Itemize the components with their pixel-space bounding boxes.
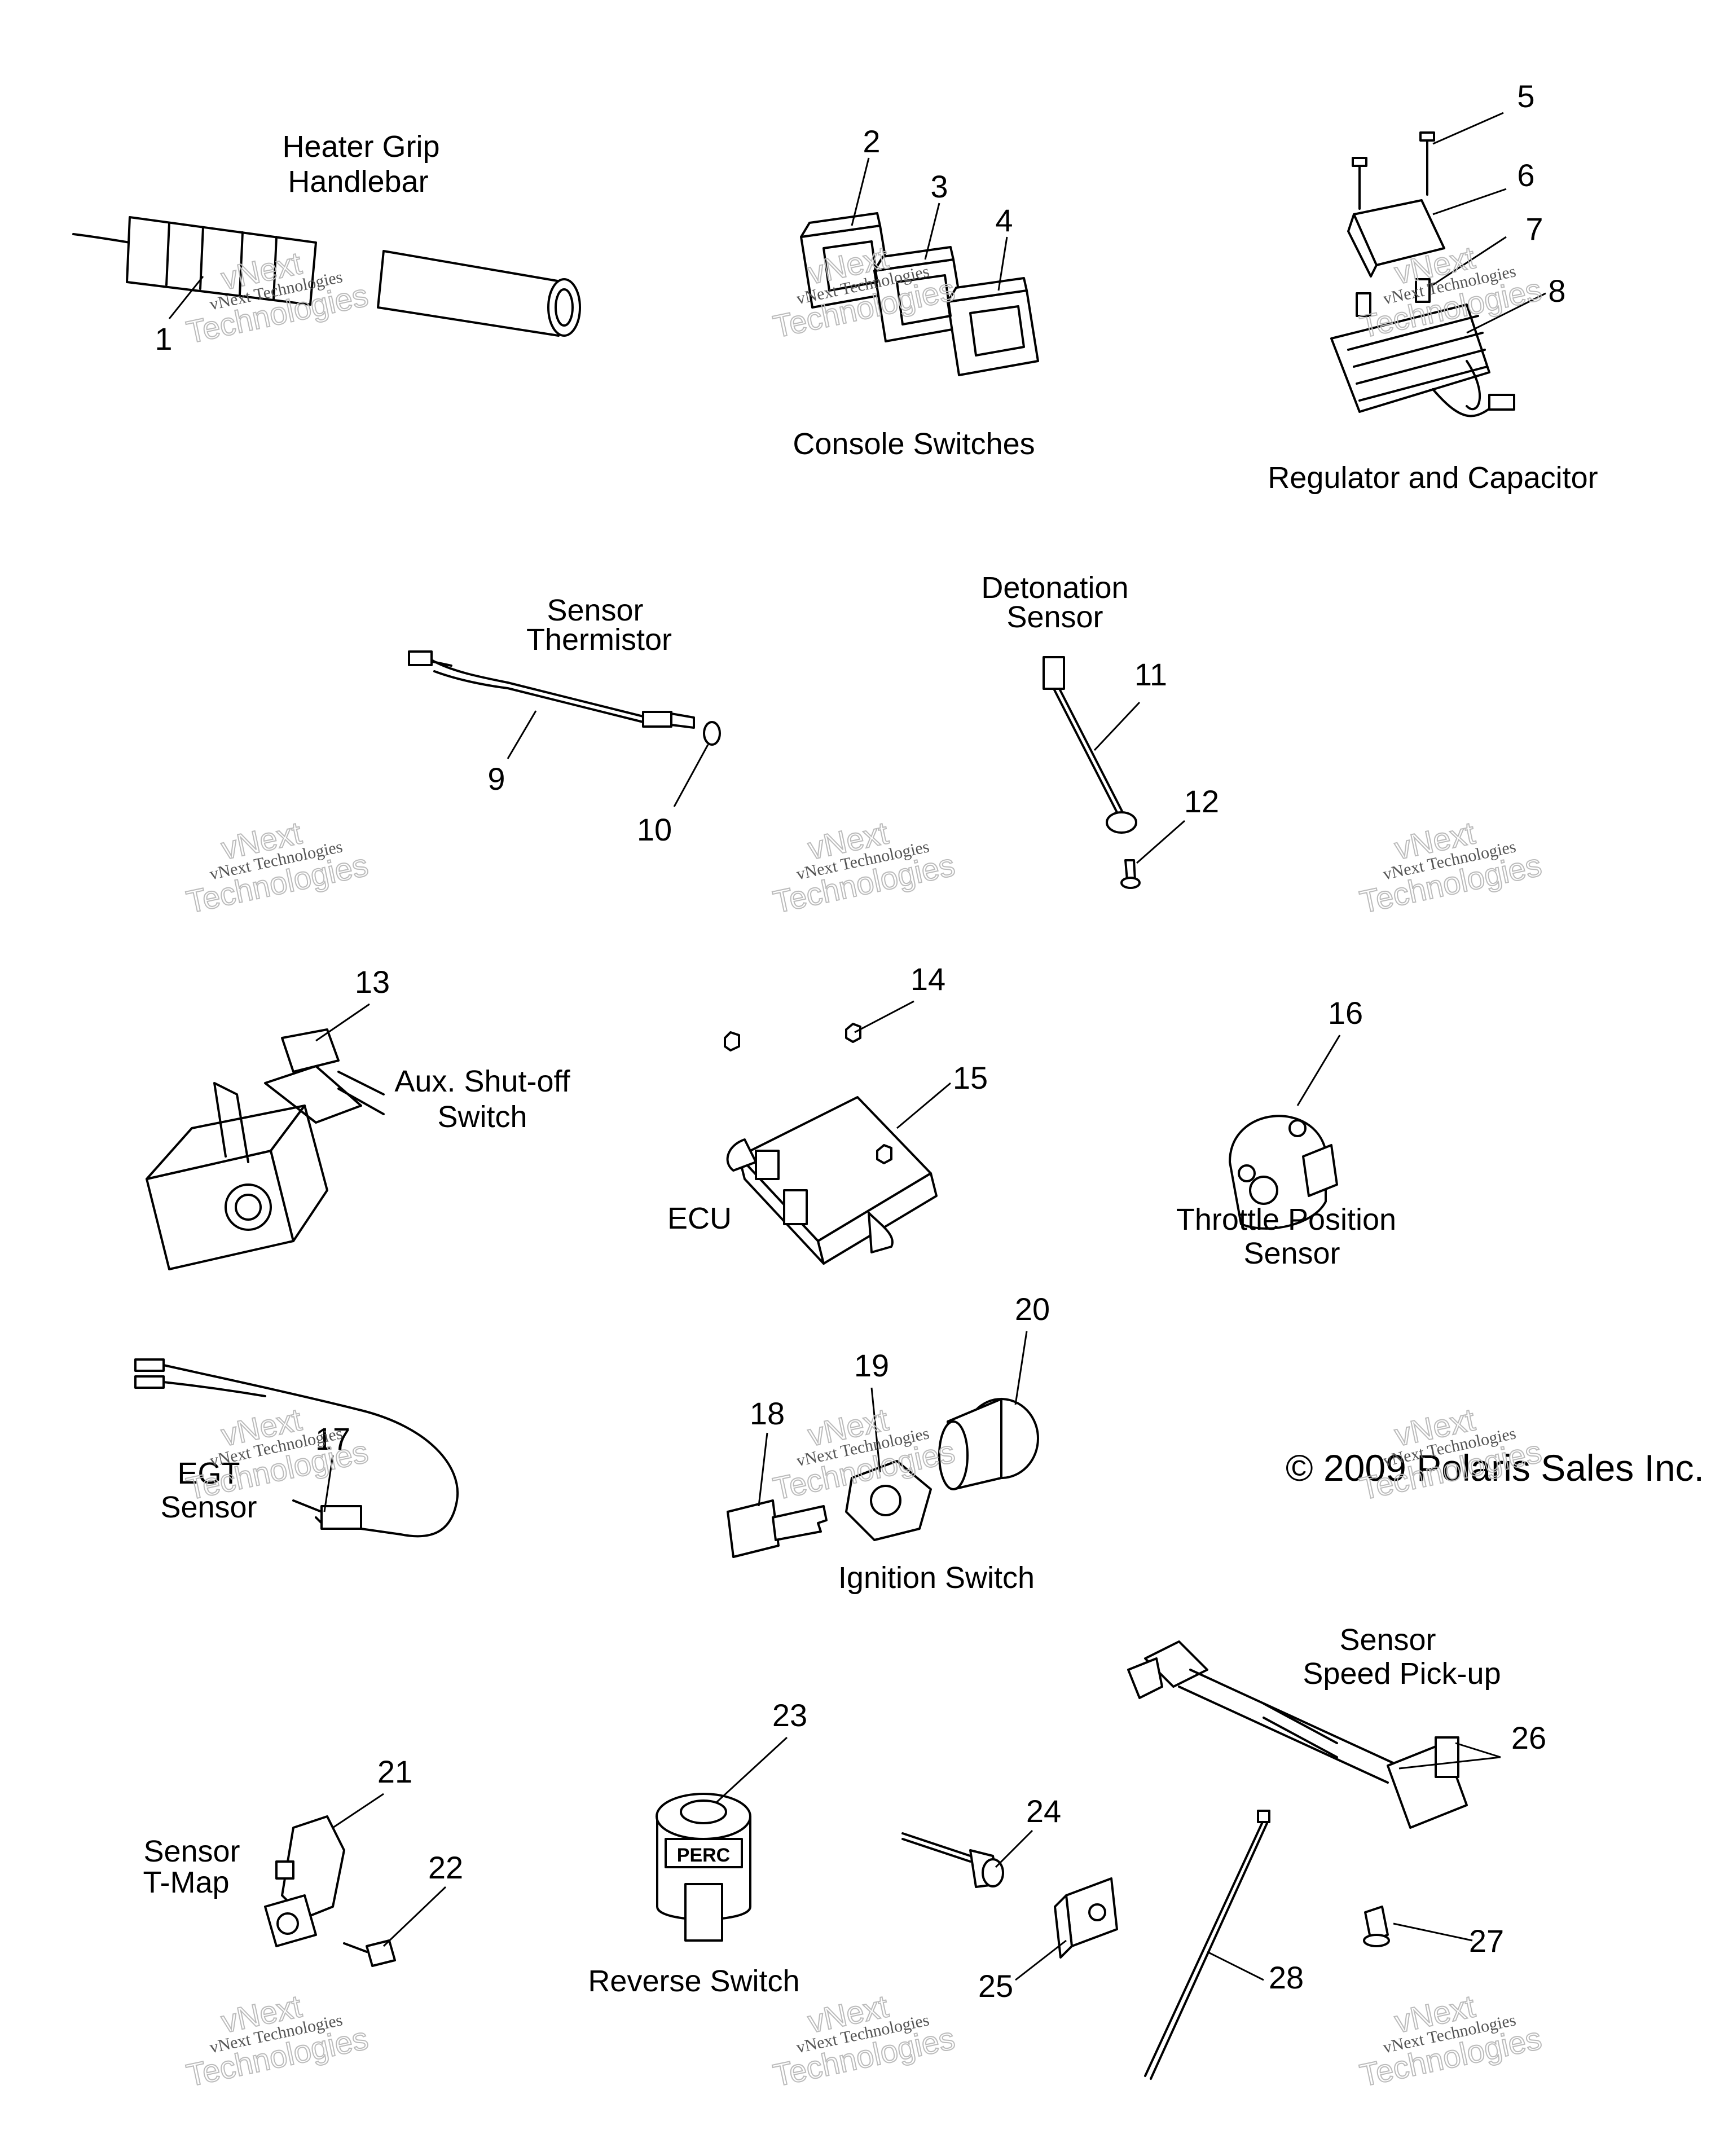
callout-10: 10 bbox=[637, 812, 672, 847]
callout-18: 18 bbox=[750, 1396, 785, 1431]
callout-16: 16 bbox=[1328, 995, 1363, 1031]
watermark: vNext vNext Technologies Technologies bbox=[769, 814, 958, 920]
label-console-switches: Console Switches bbox=[793, 427, 1035, 461]
label-reverse-switch: Reverse Switch bbox=[588, 1964, 799, 1998]
label-regulator: Regulator and Capacitor bbox=[1268, 461, 1598, 495]
label-tmap-2: T-Map bbox=[143, 1865, 229, 1899]
watermark: vNext vNext Technologies Technologies bbox=[183, 814, 372, 920]
watermark: vNext vNext Technologies Technologies bbox=[183, 1401, 372, 1507]
label-detonation-1: Detonation bbox=[981, 571, 1128, 605]
speed-pickup-drawing bbox=[1127, 1640, 1468, 1829]
callout-6: 6 bbox=[1517, 157, 1534, 193]
reverse-switch-drawing: PERC bbox=[656, 1793, 751, 1942]
callout-25: 25 bbox=[978, 1968, 1013, 2004]
label-sensor-thermistor-1: Sensor bbox=[547, 593, 643, 627]
console-switches-drawing bbox=[800, 212, 1039, 376]
ignition-switch-drawing bbox=[727, 1398, 1039, 1558]
callout-numbers: 1 2 3 4 5 6 7 8 9 10 11 12 13 14 15 16 1… bbox=[155, 78, 1565, 2004]
label-ignition-switch: Ignition Switch bbox=[838, 1561, 1035, 1595]
callout-3: 3 bbox=[930, 169, 948, 204]
watermark: vNext vNext Technologies Technologies bbox=[1356, 1987, 1545, 2093]
ecu-drawing bbox=[724, 1023, 938, 1265]
label-handlebar: Handlebar bbox=[288, 165, 428, 199]
label-aux-shutoff-1: Aux. Shut-off bbox=[394, 1064, 570, 1098]
callout-8: 8 bbox=[1548, 273, 1565, 309]
part-25-drawing bbox=[1054, 1877, 1118, 1959]
callout-24: 24 bbox=[1026, 1793, 1061, 1829]
watermark: vNext vNext Technologies Technologies bbox=[1356, 814, 1545, 920]
aux-shutoff-switch-drawing bbox=[146, 1028, 385, 1270]
callout-1: 1 bbox=[155, 321, 172, 357]
watermark: vNext vNext Technologies Technologies bbox=[183, 1987, 372, 2093]
label-speed-pickup-1: Sensor bbox=[1339, 1623, 1436, 1657]
part-27-drawing bbox=[1363, 1906, 1390, 1947]
label-tmap-1: Sensor bbox=[143, 1834, 240, 1868]
perc-text: PERC bbox=[677, 1845, 730, 1866]
callout-27: 27 bbox=[1469, 1923, 1504, 1959]
label-sensor-thermistor-2: Thermistor bbox=[526, 623, 672, 657]
heater-grip-drawing bbox=[72, 216, 581, 337]
callout-15: 15 bbox=[953, 1060, 988, 1095]
callout-9: 9 bbox=[487, 761, 505, 797]
callout-19: 19 bbox=[854, 1348, 889, 1383]
tmap-sensor-drawing bbox=[264, 1815, 396, 1967]
label-speed-pickup-2: Speed Pick-up bbox=[1303, 1657, 1501, 1691]
regulator-drawing bbox=[1330, 131, 1515, 417]
sensor-thermistor-drawing bbox=[408, 650, 721, 746]
callout-13: 13 bbox=[355, 964, 390, 1000]
detonation-sensor-drawing bbox=[1043, 656, 1141, 889]
label-throttle-position-2: Sensor bbox=[1243, 1237, 1340, 1270]
callout-20: 20 bbox=[1015, 1291, 1050, 1327]
callout-14: 14 bbox=[911, 961, 945, 997]
copyright-notice: © 2009 Polaris Sales Inc. bbox=[1286, 1447, 1704, 1489]
label-throttle-position-1: Throttle Position bbox=[1176, 1203, 1396, 1237]
callout-4: 4 bbox=[995, 203, 1013, 238]
part-28-drawing bbox=[1144, 1810, 1270, 2080]
callout-11: 11 bbox=[1134, 657, 1167, 692]
label-aux-shutoff-2: Switch bbox=[437, 1100, 527, 1134]
egt-sensor-drawing bbox=[134, 1358, 459, 1538]
label-egt-1: EGT bbox=[177, 1457, 240, 1490]
label-detonation-2: Sensor bbox=[1006, 600, 1103, 634]
callout-5: 5 bbox=[1517, 78, 1534, 114]
callout-26: 26 bbox=[1511, 1720, 1546, 1755]
label-heater-grip: Heater Grip bbox=[282, 130, 439, 164]
callout-12: 12 bbox=[1184, 784, 1219, 819]
label-egt-2: Sensor bbox=[160, 1490, 257, 1524]
callout-21: 21 bbox=[377, 1754, 412, 1789]
leader-lines bbox=[168, 112, 1546, 1981]
callout-17: 17 bbox=[315, 1421, 350, 1457]
part-24-drawing bbox=[901, 1832, 1004, 1888]
callout-23: 23 bbox=[772, 1697, 807, 1733]
group-labels: Heater Grip Handlebar Console Switches R… bbox=[143, 130, 1704, 1998]
callout-28: 28 bbox=[1269, 1960, 1304, 1995]
callout-2: 2 bbox=[863, 124, 880, 159]
callout-7: 7 bbox=[1525, 211, 1543, 247]
callout-22: 22 bbox=[428, 1850, 463, 1885]
label-ecu: ECU bbox=[667, 1202, 732, 1235]
throttle-position-sensor-drawing bbox=[1229, 1115, 1338, 1230]
